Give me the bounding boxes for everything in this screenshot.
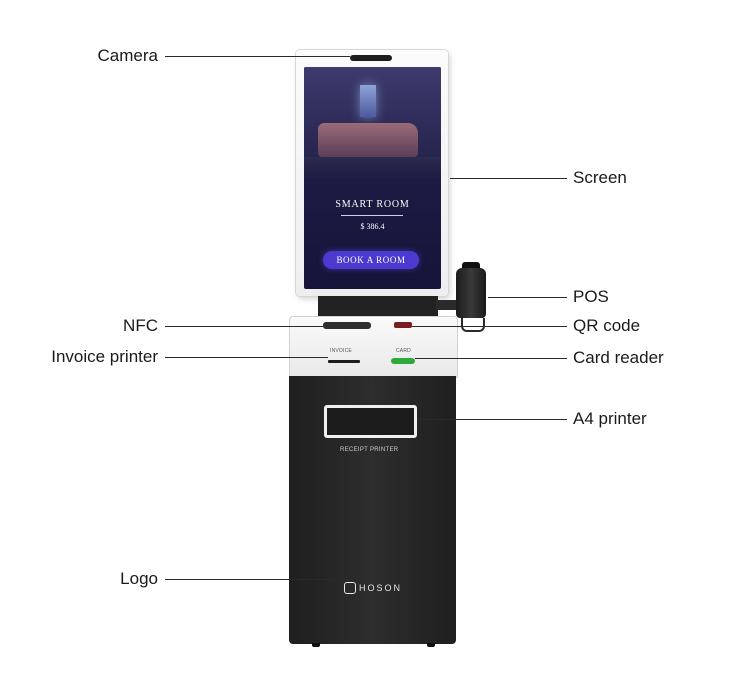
- pos-leader: [488, 297, 567, 298]
- camera-icon: [350, 55, 392, 61]
- screen-label: Screen: [573, 168, 627, 187]
- room-price: $ 386.4: [360, 222, 385, 231]
- invoice-printer-slot: [328, 360, 360, 363]
- pos-label: POS: [573, 287, 609, 306]
- room-photo: [304, 67, 441, 179]
- brand-logo-text: HOSON: [359, 583, 403, 593]
- receipt-printer-tag: RECEIPT PRINTER: [340, 447, 399, 453]
- pos-arm: [436, 300, 460, 310]
- touch-screen: SMART ROOM $ 386.4 BOOK A ROOM: [304, 67, 441, 289]
- room-window-image: [360, 85, 376, 117]
- room-title: SMART ROOM: [335, 199, 410, 210]
- qr-code-label: QR code: [573, 316, 641, 335]
- qr-scanner: [394, 322, 412, 328]
- pos-terminal: [456, 268, 486, 318]
- card-reader-leader: [415, 358, 567, 359]
- room-bed-image: [318, 123, 418, 157]
- nfc-leader: [165, 326, 323, 327]
- hoson-logo-icon: [344, 582, 356, 594]
- invoice-printer-leader: [165, 357, 328, 358]
- nfc-reader: [323, 322, 371, 329]
- room-divider: [341, 215, 403, 216]
- qr-code-leader: [412, 326, 567, 327]
- camera-label: Camera: [97, 46, 158, 65]
- a4-printer-slot: [324, 405, 417, 438]
- cabinet-foot-right: [427, 643, 435, 647]
- a4-printer-leader: [417, 419, 567, 420]
- invoice-printer-label: Invoice printer: [51, 347, 158, 366]
- card-tag: CARD: [396, 348, 411, 354]
- pos-holder: [461, 318, 485, 332]
- nfc-label: NFC: [123, 316, 158, 335]
- cabinet-foot-left: [312, 643, 320, 647]
- logo-leader: [165, 579, 337, 580]
- a4-printer-label: A4 printer: [573, 409, 647, 428]
- pos-terminal-top: [462, 262, 480, 272]
- book-room-button: BOOK A ROOM: [323, 251, 419, 269]
- room-floor-image: [304, 157, 441, 179]
- camera-leader: [165, 56, 350, 57]
- card-reader-slot: [391, 358, 415, 364]
- card-reader-label: Card reader: [573, 348, 664, 367]
- screen-leader: [450, 178, 567, 179]
- invoice-tag: INVOICE: [330, 348, 352, 354]
- logo-label: Logo: [120, 569, 158, 588]
